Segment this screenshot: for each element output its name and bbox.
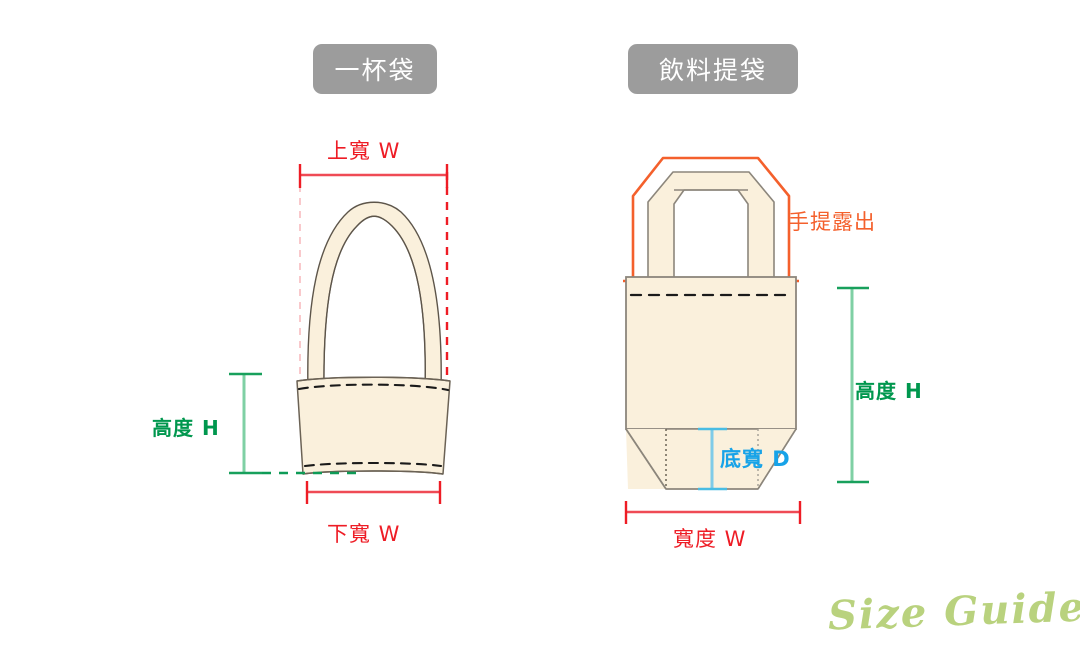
cup-bag-top-width-dimension [298,164,449,188]
cup-bag-height-dimension [229,372,360,475]
label-cup-top-width: 上寬 W [327,139,401,163]
size-guide-wordmark: Size Guide [827,583,1080,640]
label-drink-handle-exposure: 手提露出 [788,210,876,234]
badge-cup-bag[interactable]: 一杯袋 [313,44,437,94]
drink-bag-width-dimension [624,501,802,524]
cup-bag-drawing [229,164,451,504]
drink-bag-handle-exposure-outline [631,156,791,281]
badge-drink-bag[interactable]: 飲料提袋 [628,44,798,94]
cup-bag-handle [307,201,442,393]
label-cup-bottom-width: 下寬 W [327,522,401,546]
cup-bag-bottom-width-dimension [305,481,442,504]
drink-bag-bottom-depth-dimension [698,427,727,491]
cup-bag-body [296,376,451,475]
drink-bag-body [625,276,797,430]
label-drink-width: 寬度 W [673,527,747,551]
drink-bag-handle [647,171,775,282]
drink-bag-height-dimension [837,286,869,484]
drink-bag-drawing [623,156,869,524]
label-cup-height: 高度 H [152,416,220,440]
label-drink-bottom-depth: 底寬 D [720,447,791,471]
label-drink-height: 高度 H [855,379,923,403]
